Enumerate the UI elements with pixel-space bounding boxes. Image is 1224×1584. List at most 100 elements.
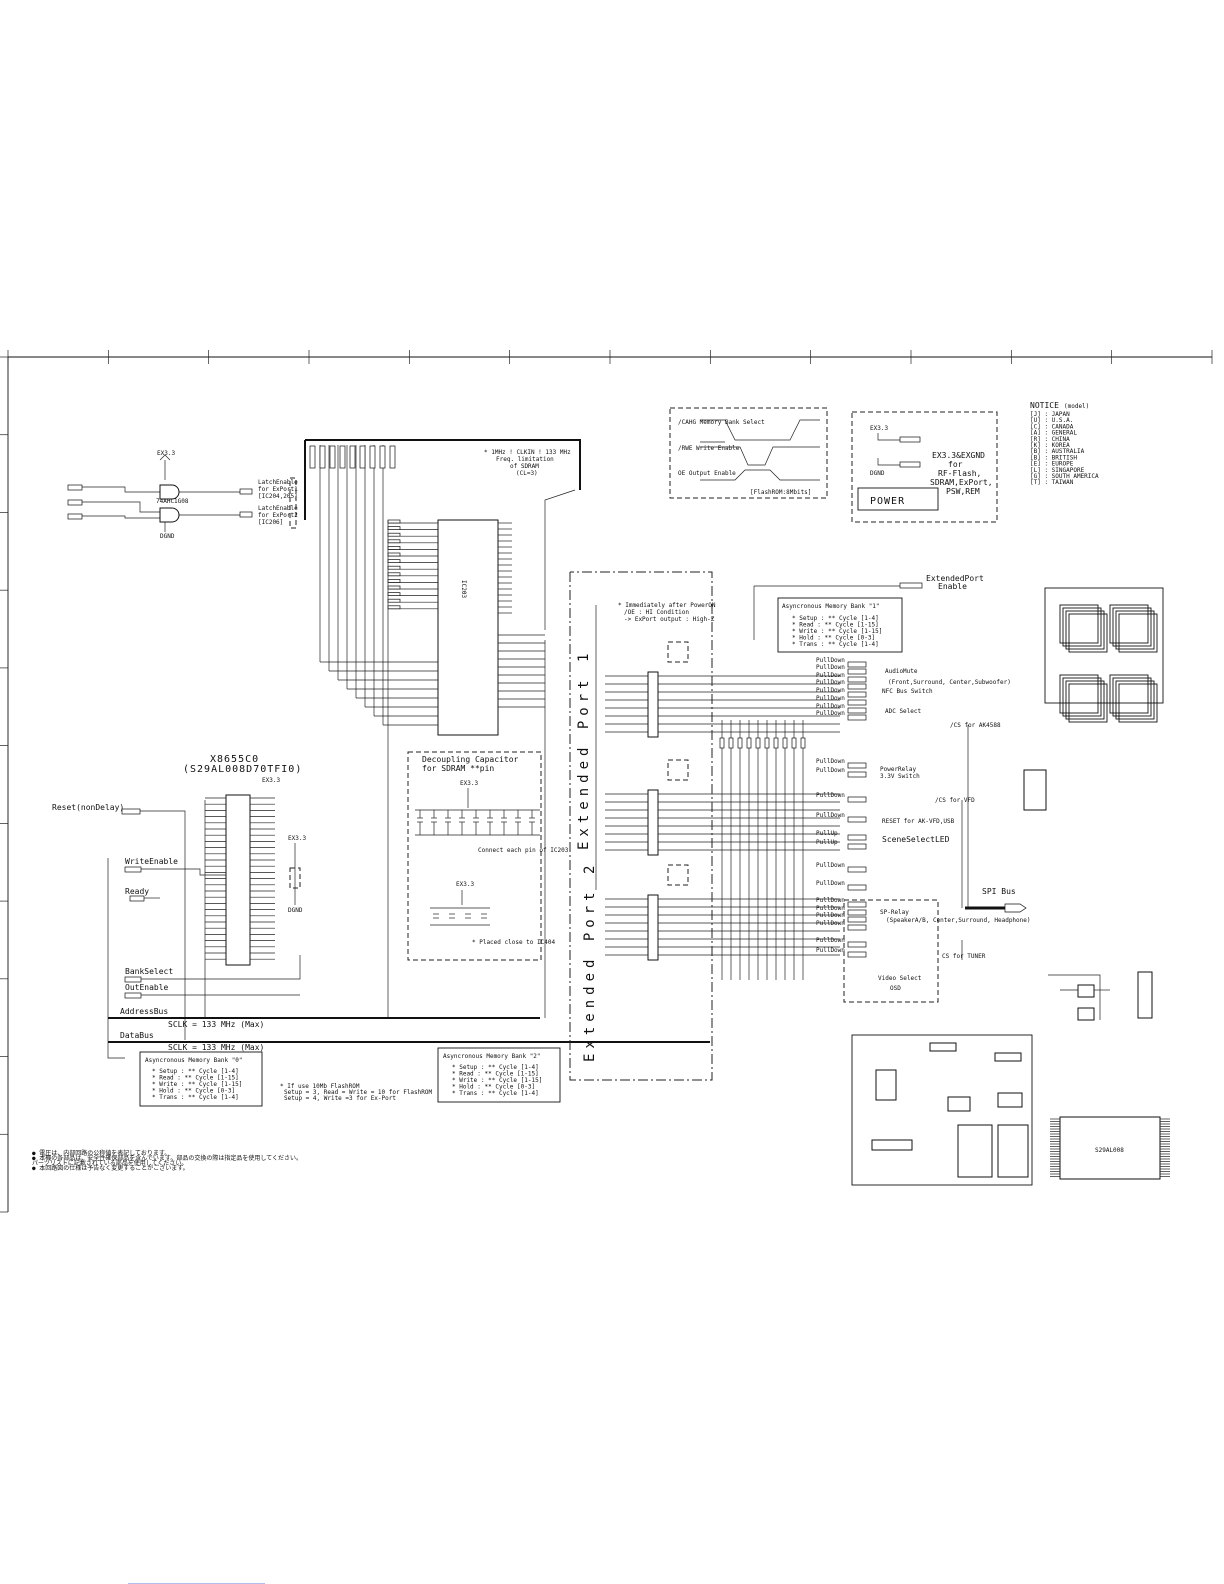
resistor [755, 737, 761, 749]
latch-ic [647, 789, 659, 856]
bank-row: * Setup : ** Cycle [1-4] [152, 1068, 239, 1075]
resistor [746, 737, 752, 749]
svg-text:WriteEnable: WriteEnable [125, 857, 178, 866]
qfp-outline [1062, 677, 1102, 717]
net-label: PullDown [816, 695, 845, 702]
net-tag [847, 834, 867, 841]
bank-row: * Read : ** Cycle [1-15] [152, 1075, 239, 1082]
svg-text:CS for TUNER: CS for TUNER [942, 953, 986, 960]
svg-text:Asyncronous Memory Bank "2": Asyncronous Memory Bank "2" [443, 1053, 541, 1060]
bank0-box: Asyncronous Memory Bank "0" * Setup : **… [139, 1051, 263, 1107]
svg-text:IC203: IC203 [460, 580, 467, 598]
latch-ic [647, 671, 659, 738]
resistor [737, 737, 743, 749]
resistor [719, 737, 725, 749]
net-label: PullDown [816, 920, 845, 927]
notice-item: [R] : CHINA [1030, 436, 1070, 443]
net-tag [847, 951, 867, 958]
right-pcb-drawings: S29AL008 [851, 587, 1170, 1186]
svg-text:EX3.3: EX3.3 [460, 780, 478, 787]
flash-title: X8655C0 [210, 754, 259, 765]
qfp-outline [1068, 683, 1108, 723]
decoupling-box: Decoupling Capacitor for SDRAM **pin EX3… [407, 751, 569, 961]
notice-item: [L] : SINGAPORE [1030, 467, 1085, 474]
latch-cap [667, 641, 689, 663]
qfp-outline [1118, 613, 1158, 653]
svg-text:EX3.3: EX3.3 [456, 881, 474, 888]
notice-item: [A] : GENERAL [1030, 430, 1077, 437]
svg-text:* 1MHz ! CLKIN ! 133 MHz: * 1MHz ! CLKIN ! 133 MHz [484, 449, 571, 456]
sdram-pin-tag [387, 592, 401, 596]
gate-drawing [1048, 971, 1153, 1021]
latch-section: EX3.3 74AHC1G08 LatchEnable for ExPort1 … [67, 450, 298, 540]
bank-row: * Hold : ** Cycle [0-3] [792, 635, 875, 642]
pcb-part [871, 1139, 913, 1151]
bus-tap [329, 445, 336, 469]
sdram-ic: IC203 [319, 445, 576, 1018]
net-tag [847, 901, 867, 908]
sdram-pin-tag [387, 519, 401, 524]
net-tag [847, 714, 867, 721]
bus-tap [389, 445, 396, 469]
net-tag [847, 843, 867, 850]
net-tag [847, 683, 867, 690]
svg-text:of SDRAM: of SDRAM [510, 463, 539, 470]
resistor [800, 737, 806, 749]
ext-port-enable: ExtendedPort Enable [753, 574, 984, 640]
svg-text:74AHC1G08: 74AHC1G08 [156, 498, 189, 505]
qfp-outline [1112, 677, 1152, 717]
svg-text:for: for [948, 460, 963, 469]
svg-text:S29AL008: S29AL008 [1095, 1147, 1124, 1154]
net-tag [847, 796, 867, 803]
notice-item: [B] : AUSTRALIA [1030, 448, 1085, 455]
qfp-outline [1065, 680, 1105, 720]
tsop-package: S29AL008 [1050, 1116, 1170, 1180]
net-tag [847, 661, 867, 668]
sdram-pin-tag [387, 565, 401, 570]
svg-text:Ready: Ready [125, 887, 149, 896]
ext-port-2-label: Extended Port 2 [582, 861, 598, 1062]
bus-tap [359, 445, 366, 469]
svg-text:AudioMute: AudioMute [885, 668, 918, 675]
pcb-part [994, 1052, 1022, 1062]
svg-text:SDRAM,ExPort,: SDRAM,ExPort, [930, 478, 993, 487]
svg-text:(CL=3): (CL=3) [516, 470, 538, 477]
svg-text:SPI Bus: SPI Bus [982, 887, 1016, 896]
notice-block: NOTICE (model) [J] : JAPAN[U] : U.S.A.[C… [1030, 401, 1099, 486]
net-tag [847, 668, 867, 675]
top-bus: * 1MHz ! CLKIN ! 133 MHz Freq. limitatio… [304, 439, 581, 520]
svg-text:ADC Select: ADC Select [885, 708, 922, 715]
net-label: PullDown [816, 862, 845, 869]
svg-text:SP-Relay: SP-Relay [880, 909, 909, 916]
bank1-box: Asyncronous Memory Bank "1" * Setup : **… [777, 597, 903, 653]
reset-label: Reset(nonDelay) [52, 803, 124, 812]
svg-text:/OE : HI Condition: /OE : HI Condition [624, 609, 689, 616]
svg-text:OE Output Enable: OE Output Enable [678, 470, 736, 477]
bank-row: * Setup : ** Cycle [1-4] [452, 1064, 539, 1071]
svg-text:BankSelect: BankSelect [125, 967, 173, 976]
power-box: EX3.3 DGND POWER EX3.3&EXGND for RF-Flas… [851, 411, 998, 523]
svg-text:SCLK = 133 MHz (Max): SCLK = 133 MHz (Max) [168, 1043, 264, 1052]
notice-item: [E] : EUROPE [1030, 461, 1074, 468]
svg-text:Enable: Enable [938, 582, 967, 591]
svg-text:Setup = 4, Write =3 for Ex-Por: Setup = 4, Write =3 for Ex-Port [284, 1095, 396, 1102]
svg-text:DGND: DGND [160, 533, 175, 540]
pcb-part [947, 1096, 971, 1112]
svg-text:EX3.3: EX3.3 [288, 835, 306, 842]
qfp-outline [1065, 610, 1105, 650]
net-label: PullDown [816, 672, 845, 679]
notice-item: [C] : CANADA [1030, 423, 1074, 430]
svg-text:SCLK = 133 MHz (Max): SCLK = 133 MHz (Max) [168, 1020, 264, 1029]
qfp-outline [1068, 613, 1108, 653]
resistor [782, 737, 788, 749]
svg-text:RESET for AK-VFD,USB: RESET for AK-VFD,USB [882, 818, 955, 825]
bank-row: * Write : ** Cycle [1-15] [152, 1081, 242, 1088]
svg-text:for SDRAM **pin: for SDRAM **pin [422, 764, 494, 773]
net-tag [847, 909, 867, 916]
svg-text:OSD: OSD [890, 985, 901, 992]
net-tag [847, 866, 867, 873]
pcb-part [875, 1069, 897, 1101]
pcb-part [997, 1092, 1023, 1108]
svg-text:/CS for AK4588: /CS for AK4588 [950, 722, 1001, 729]
